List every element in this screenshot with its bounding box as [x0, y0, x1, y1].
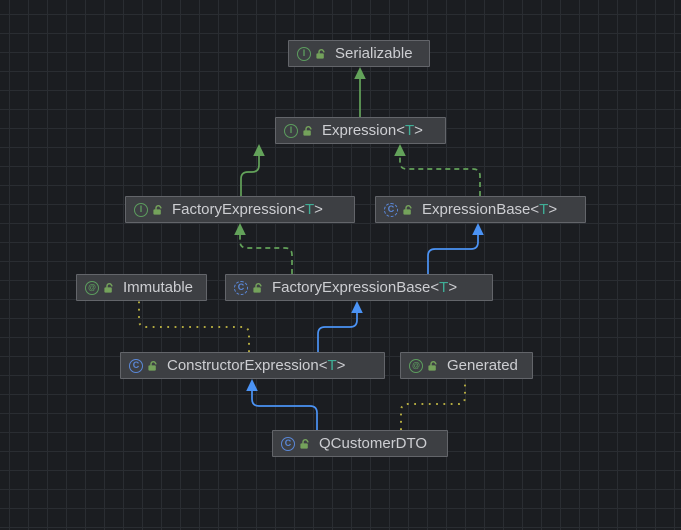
node-label: Serializable — [335, 45, 413, 62]
interface-icon: I — [134, 202, 148, 217]
lock-icon — [152, 203, 164, 216]
node-factory-expression-base[interactable]: C FactoryExpressionBase<T> — [225, 274, 493, 301]
abstract-class-icon: C — [234, 280, 248, 295]
lock-icon — [147, 359, 159, 372]
lock-icon — [402, 203, 414, 216]
node-label: ConstructorExpression<T> — [167, 357, 346, 374]
node-label: ExpressionBase<T> — [422, 201, 558, 218]
arrowhead-factoryexpression-extends-expression — [253, 144, 265, 156]
class-icon: C — [129, 358, 143, 373]
arrowhead-factoryexpressionbase-implements-factoryexpression — [234, 223, 246, 235]
node-qcustomerdto[interactable]: C QCustomerDTO — [272, 430, 448, 457]
edge-factoryexpressionbase-implements-factoryexpression[interactable] — [239, 233, 293, 274]
abstract-class-icon: C — [384, 202, 398, 217]
node-expression-base[interactable]: C ExpressionBase<T> — [375, 196, 586, 223]
edge-expressionbase-implements-expression[interactable] — [399, 154, 481, 196]
edge-qcustomerdto-extends-constructorexpression[interactable] — [251, 389, 318, 430]
edge-factoryexpressionbase-extends-expressionbase[interactable] — [427, 233, 479, 274]
node-label: Generated — [447, 357, 518, 374]
node-factory-expression[interactable]: I FactoryExpression<T> — [125, 196, 355, 223]
edge-qcustomerdto-annotated-generated[interactable] — [400, 379, 466, 430]
generic-type-param: <T> — [318, 357, 346, 374]
lock-icon — [299, 437, 311, 450]
arrowhead-qcustomerdto-extends-constructorexpression — [246, 379, 258, 391]
node-generated[interactable]: @ Generated — [400, 352, 533, 379]
annotation-icon: @ — [409, 358, 423, 373]
interface-icon: I — [284, 123, 298, 138]
node-constructor-expression[interactable]: C ConstructorExpression<T> — [120, 352, 385, 379]
node-immutable[interactable]: @ Immutable — [76, 274, 207, 301]
generic-type-param: <T> — [430, 279, 458, 296]
interface-icon: I — [297, 46, 311, 61]
edge-constructorexpression-extends-factoryexpressionbase[interactable] — [317, 311, 358, 352]
edge-constructorexpression-annotated-immutable[interactable] — [138, 301, 250, 352]
node-serializable[interactable]: I Serializable — [288, 40, 430, 67]
node-label: FactoryExpressionBase<T> — [272, 279, 458, 296]
node-label: QCustomerDTO — [319, 435, 428, 452]
arrowhead-factoryexpressionbase-extends-expressionbase — [472, 223, 484, 235]
node-expression[interactable]: I Expression<T> — [275, 117, 446, 144]
edge-factoryexpression-extends-expression[interactable] — [240, 154, 260, 196]
arrowhead-constructorexpression-extends-factoryexpressionbase — [351, 301, 363, 313]
node-label: Immutable — [123, 279, 194, 296]
arrowhead-expressionbase-implements-expression — [394, 144, 406, 156]
lock-icon — [103, 281, 115, 294]
node-label: FactoryExpression<T> — [172, 201, 323, 218]
generic-type-param: <T> — [396, 122, 423, 139]
generic-type-param: <T> — [296, 201, 323, 218]
class-icon: C — [281, 436, 295, 451]
lock-icon — [427, 359, 439, 372]
lock-icon — [315, 47, 327, 60]
arrowhead-expression-extends-serializable — [354, 67, 366, 79]
lock-icon — [252, 281, 264, 294]
lock-icon — [302, 124, 314, 137]
annotation-icon: @ — [85, 280, 99, 295]
generic-type-param: <T> — [530, 201, 558, 218]
node-label: Expression<T> — [322, 122, 423, 139]
